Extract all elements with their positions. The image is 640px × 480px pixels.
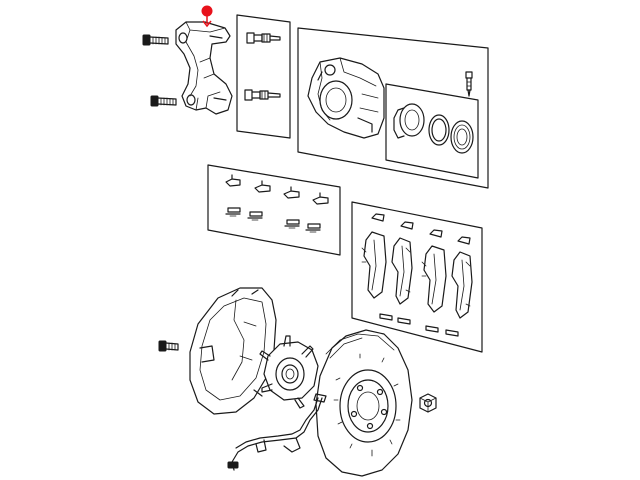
pad-hardware-kit[interactable] [207,164,341,256]
brake-caliper[interactable] [307,57,385,139]
pad-clips-bottom [379,313,459,337]
dust-shield-bolt[interactable] [158,340,179,352]
guide-pin-lower [244,89,281,101]
brake-pad-set[interactable] [351,201,483,353]
abutment-clip-row-lower [225,207,321,233]
wheel-speed-sensor[interactable] [227,393,327,471]
brake-pad-1 [361,231,387,299]
lug-nut[interactable] [419,393,437,413]
wheel-stud [259,335,314,409]
bleeder-screw[interactable] [465,71,473,97]
caliper-piston-seal-kit[interactable] [385,83,479,179]
caliper-piston [393,103,425,139]
bracket-bolt-lower[interactable] [150,95,177,107]
bracket-bolt-upper[interactable] [142,34,169,46]
caliper-mounting-bracket[interactable] [175,21,233,115]
piston-seal [428,114,450,146]
brake-rotor[interactable] [315,329,413,477]
pad-clips-top [371,213,471,245]
caliper-kit-outline [297,27,489,189]
highlight-marker[interactable] [201,5,213,28]
brake-pad-3 [421,245,447,313]
hub-bearing-assembly[interactable] [259,335,319,409]
abutment-clip-row-upper [225,174,329,205]
brake-pad-2 [391,237,413,305]
dust-boot [450,120,474,154]
guide-pin-upper [246,32,281,44]
brake-dust-shield[interactable] [189,287,277,415]
guide-pin-kit[interactable] [236,14,291,139]
brake-pad-4 [451,251,473,319]
